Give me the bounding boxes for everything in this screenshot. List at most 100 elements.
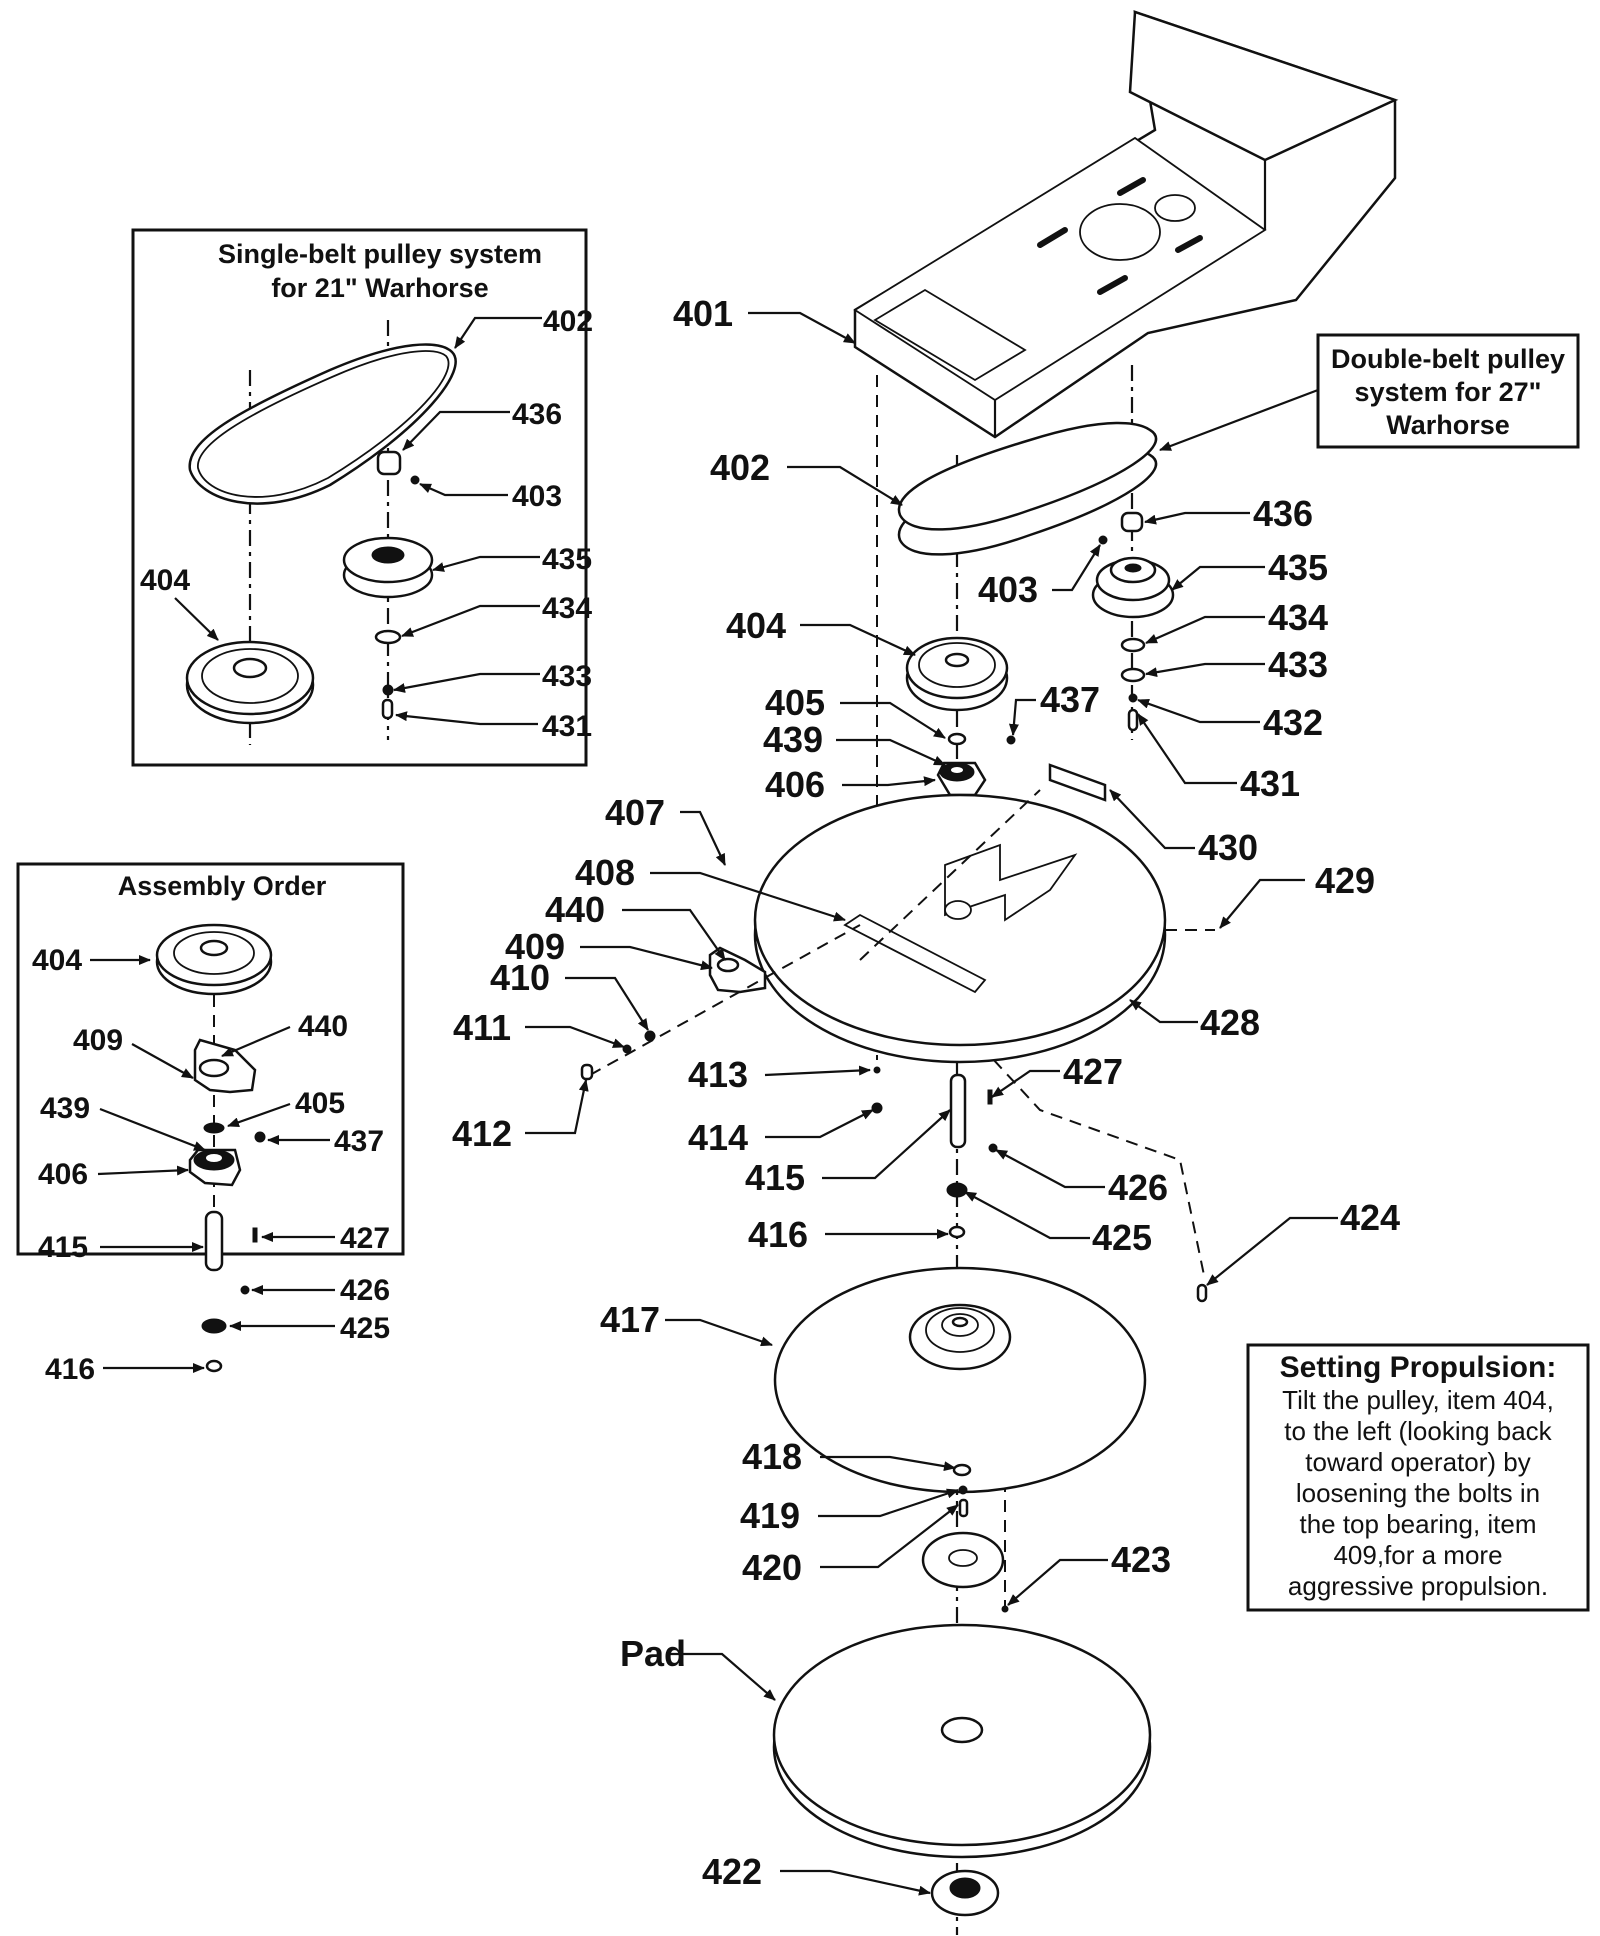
leader bbox=[227, 1102, 291, 1128]
nut-410 bbox=[644, 1030, 656, 1042]
bolt-431 bbox=[1127, 708, 1139, 732]
label-425: 425 bbox=[1092, 1217, 1152, 1258]
label-pad: Pad bbox=[620, 1633, 686, 1674]
ao-label-416: 416 bbox=[45, 1353, 95, 1386]
pad-holder-422 bbox=[930, 1869, 1000, 1917]
label-418: 418 bbox=[742, 1436, 802, 1477]
leader bbox=[97, 1165, 189, 1176]
label-433: 433 bbox=[542, 660, 592, 693]
ao-washer-416 bbox=[205, 1359, 223, 1373]
label-411: 411 bbox=[453, 1007, 511, 1048]
leader bbox=[680, 810, 726, 866]
leader bbox=[818, 1488, 959, 1518]
label-434: 434 bbox=[542, 592, 592, 625]
label-404: 404 bbox=[726, 605, 786, 646]
washer-434 bbox=[374, 629, 402, 645]
label-401: 401 bbox=[673, 293, 733, 334]
label-430: 430 bbox=[1198, 827, 1258, 868]
bolt-420 bbox=[958, 1498, 969, 1518]
washer-433 bbox=[1120, 667, 1146, 683]
label-414: 414 bbox=[688, 1117, 748, 1158]
setting-propulsion-frame bbox=[1246, 1343, 1590, 1612]
washer-434 bbox=[1120, 637, 1146, 653]
axis-line bbox=[589, 924, 861, 1076]
adjuster-408 bbox=[843, 913, 987, 994]
label-402: 402 bbox=[543, 305, 593, 338]
ao-washer-405 bbox=[203, 1122, 225, 1134]
label-426: 426 bbox=[1108, 1167, 1168, 1208]
bolt-412 bbox=[580, 1063, 594, 1081]
assembly-order-inset: Assembly Order 4 bbox=[16, 862, 405, 1386]
label-403: 403 bbox=[978, 569, 1038, 610]
leader bbox=[822, 1109, 951, 1180]
main-assembly: 401 402 403 404 405 437 439 406 407 408 … bbox=[452, 10, 1400, 1935]
bearing-406 bbox=[936, 761, 987, 797]
leader bbox=[1137, 698, 1260, 724]
leader bbox=[780, 1869, 931, 1896]
drive-pulley-404 bbox=[905, 636, 1009, 712]
note-line: loosening the bolts in bbox=[1296, 1478, 1540, 1508]
label-433: 433 bbox=[1268, 644, 1328, 685]
label-436: 436 bbox=[512, 398, 562, 431]
pin-427 bbox=[987, 1089, 993, 1105]
axis-line bbox=[979, 1044, 1206, 1281]
ao-bolt-437 bbox=[254, 1131, 266, 1143]
leader bbox=[565, 976, 649, 1031]
ao-pin-427 bbox=[252, 1227, 258, 1243]
bolt-424 bbox=[1196, 1283, 1208, 1303]
label-404: 404 bbox=[140, 564, 190, 597]
deck-plate-407 bbox=[753, 789, 1215, 1064]
single-belt-title-2: for 21" Warhorse bbox=[271, 273, 488, 303]
ao-label-437: 437 bbox=[334, 1125, 384, 1158]
label-422: 422 bbox=[702, 1851, 762, 1892]
label-436: 436 bbox=[1253, 493, 1313, 534]
pad bbox=[772, 1623, 1152, 1859]
leader bbox=[99, 1107, 206, 1152]
leader bbox=[419, 482, 508, 497]
ao-label-404: 404 bbox=[32, 944, 82, 977]
leader bbox=[820, 1455, 956, 1472]
label-417: 417 bbox=[600, 1299, 660, 1340]
note-line: the top bearing, item bbox=[1299, 1509, 1536, 1539]
label-412: 412 bbox=[452, 1113, 512, 1154]
ao-label-427: 427 bbox=[340, 1222, 390, 1255]
leader bbox=[402, 410, 510, 451]
bolt-423 bbox=[1001, 1605, 1009, 1613]
label-402: 402 bbox=[710, 447, 770, 488]
leader bbox=[787, 465, 903, 506]
ao-label-439: 439 bbox=[40, 1092, 90, 1125]
leader bbox=[221, 1025, 291, 1058]
leader bbox=[395, 711, 538, 726]
ao-label-405: 405 bbox=[295, 1087, 345, 1120]
assembly-order-title: Assembly Order bbox=[118, 871, 327, 901]
ao-washer-425 bbox=[201, 1318, 227, 1334]
spacer-436 bbox=[1120, 511, 1144, 533]
leader bbox=[1219, 878, 1305, 929]
double-belt-callout: Double-belt pulley system for 27" Warhor… bbox=[1159, 333, 1580, 452]
note-line: aggressive propulsion. bbox=[1288, 1571, 1548, 1601]
leader bbox=[1137, 713, 1237, 785]
washer-425 bbox=[946, 1182, 968, 1198]
nut-419 bbox=[958, 1485, 968, 1495]
leader bbox=[800, 623, 916, 656]
leader bbox=[580, 945, 713, 971]
washer-413 bbox=[873, 1066, 881, 1074]
ao-label-440: 440 bbox=[298, 1010, 348, 1043]
label-428: 428 bbox=[1200, 1002, 1260, 1043]
leader bbox=[840, 701, 946, 739]
washer-418 bbox=[952, 1463, 972, 1477]
nut-432 bbox=[1128, 693, 1138, 703]
label-419: 419 bbox=[740, 1495, 800, 1536]
leader bbox=[1052, 544, 1101, 592]
label-403: 403 bbox=[512, 480, 562, 513]
label-406: 406 bbox=[765, 764, 825, 805]
label-431: 431 bbox=[1240, 763, 1300, 804]
leader bbox=[991, 1069, 1060, 1098]
single-belt-frame bbox=[131, 228, 588, 767]
leader bbox=[1171, 565, 1265, 591]
washer-411 bbox=[622, 1044, 632, 1054]
label-416: 416 bbox=[748, 1214, 808, 1255]
leader bbox=[764, 1065, 871, 1077]
ao-pin-426 bbox=[240, 1285, 250, 1295]
